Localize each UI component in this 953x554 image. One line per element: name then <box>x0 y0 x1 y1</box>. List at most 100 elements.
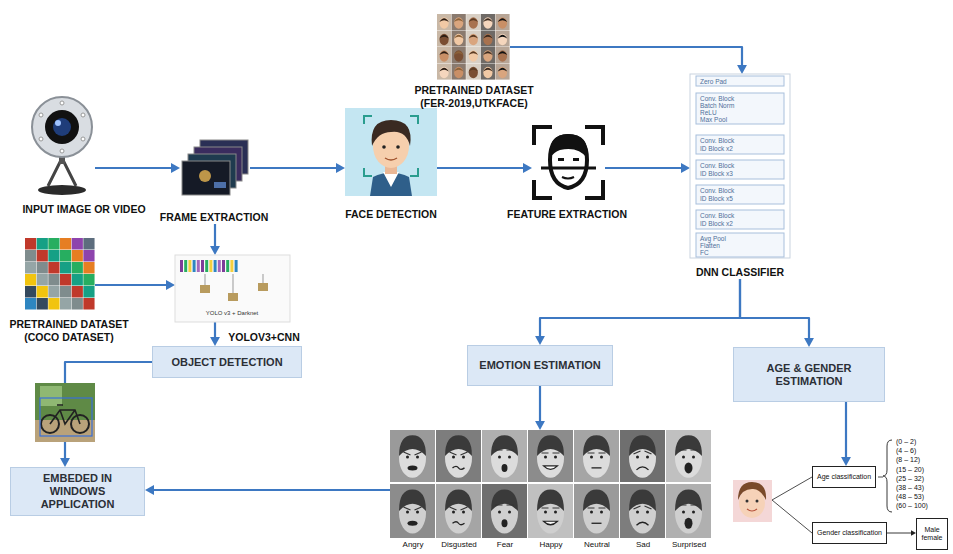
dataset-face <box>498 50 507 62</box>
classification-box: Male female <box>916 518 948 550</box>
coco-photo <box>60 298 71 310</box>
emotion-eye <box>416 511 419 514</box>
illustration-part <box>81 137 85 141</box>
dataset-hair <box>439 68 448 72</box>
coco-photo <box>60 238 71 250</box>
face-detection-picture <box>345 108 437 196</box>
illustration-part <box>53 118 71 136</box>
illustration-part <box>747 509 757 511</box>
emotion-brow <box>450 452 468 455</box>
emotion-eye <box>646 456 649 459</box>
dataset-photo <box>437 47 451 63</box>
connector-line <box>95 167 173 169</box>
emotion-hair <box>629 435 656 456</box>
connector <box>210 322 220 346</box>
emotion-photo <box>482 430 527 482</box>
emotion-hair <box>675 489 702 511</box>
emotion-brow <box>680 504 698 505</box>
emotion-mouth <box>502 464 508 472</box>
emotion-photo <box>436 484 481 538</box>
emotion-eye <box>646 511 649 514</box>
emotion-brow <box>588 507 606 508</box>
age-range: (60 – 100) <box>896 502 928 510</box>
illustration-part <box>199 170 211 182</box>
illustration-part <box>756 500 759 503</box>
illustration-part <box>696 135 784 154</box>
emotion-photo <box>666 484 711 538</box>
emotion-label: Neutral <box>574 540 620 550</box>
child-photo <box>733 480 772 522</box>
emotion-eye <box>498 511 501 514</box>
age-range: (38 – 43) <box>896 484 924 492</box>
coco-photo <box>72 298 83 310</box>
layer-name: Batch Norm <box>700 102 734 110</box>
emotion-hair <box>629 489 656 511</box>
illustration-part <box>81 113 85 117</box>
connector <box>250 163 345 173</box>
emotion-eye <box>682 511 685 514</box>
illustration-part <box>214 182 226 188</box>
illustration-part <box>883 440 892 512</box>
image-caption: PRETRAINED DATASET (COCO DATASET) <box>3 318 135 344</box>
emotion-photo <box>666 430 711 482</box>
emotion-label: Angry <box>390 540 436 550</box>
age-range: (15 – 20) <box>896 466 924 474</box>
dataset-hair <box>439 18 448 22</box>
dataset-face <box>483 67 492 79</box>
coco-photo <box>37 274 48 286</box>
yolo-layer-bar <box>230 260 233 272</box>
connector <box>210 224 220 255</box>
age-range: (25 – 32) <box>896 475 924 483</box>
emotion-grid: AngryDisgustedFearHappyNeutralSadSurpris… <box>390 430 712 538</box>
dataset-photo <box>495 14 509 30</box>
connector <box>437 163 532 173</box>
layer-name: ID Block x5 <box>700 195 733 203</box>
coco-photo <box>60 250 71 262</box>
illustration-part <box>541 167 596 170</box>
layer-name: Max Pool <box>700 116 727 124</box>
emotion-eye <box>462 511 465 514</box>
box-text: Male female <box>919 526 945 542</box>
coco-photo <box>25 298 36 310</box>
illustration-part <box>258 283 268 291</box>
emotion-photo <box>620 430 665 482</box>
dataset-face <box>440 50 449 62</box>
layer-name: Conv. Block <box>700 187 734 195</box>
connector-line <box>437 167 525 169</box>
dataset-face <box>469 50 478 62</box>
dataset-hair <box>469 18 478 22</box>
emotion-eye <box>554 511 557 514</box>
illustration-part <box>696 76 784 86</box>
emotion-brow <box>404 507 422 510</box>
dataset-face <box>483 17 492 29</box>
emotion-photo <box>574 430 619 482</box>
process-box: EMOTION ESTIMATION <box>467 345 613 386</box>
emotion-eye <box>682 456 685 459</box>
yolo-layer-bar <box>218 260 221 272</box>
dataset-face <box>440 67 449 79</box>
illustration-part <box>383 172 399 187</box>
layer-name: Avg Pool <box>700 235 726 243</box>
age-range: (0 – 2) <box>896 438 916 446</box>
dataset-face <box>483 34 492 46</box>
illustration-part <box>50 405 80 424</box>
coco-photo <box>37 286 48 298</box>
illustration-part <box>558 158 564 161</box>
illustration-part <box>696 160 784 179</box>
dataset-photo <box>466 14 480 30</box>
yolo-layer-bar <box>201 260 204 272</box>
yolo-layer-bar <box>197 260 200 272</box>
dataset-hair <box>454 18 463 22</box>
dataset-face <box>498 17 507 29</box>
illustration-part <box>40 386 62 406</box>
illustration-part <box>35 383 95 442</box>
emotion-brow <box>634 506 652 509</box>
yolo-layer-bar <box>235 260 238 272</box>
coco-photo <box>60 286 71 298</box>
yolo-layer-bar <box>193 260 196 272</box>
yolo-layer-bars <box>180 260 238 272</box>
dataset-hair <box>498 18 507 22</box>
dataset-hair <box>469 51 478 55</box>
yolo-layer-bar <box>222 260 225 272</box>
coco-photo <box>37 262 48 274</box>
